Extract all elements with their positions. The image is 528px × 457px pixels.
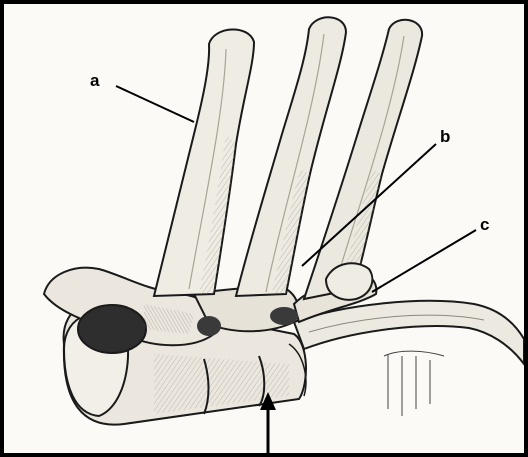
leader-line-a	[116, 86, 194, 122]
label-b: b	[440, 127, 450, 146]
label-a: a	[90, 71, 100, 90]
spinous-processes	[154, 17, 422, 299]
label-c: c	[480, 215, 489, 234]
leader-line-c	[372, 230, 476, 292]
artist-signature	[384, 351, 444, 416]
articular-process	[326, 263, 372, 299]
vertebrae-illustration: a b c	[4, 4, 524, 453]
